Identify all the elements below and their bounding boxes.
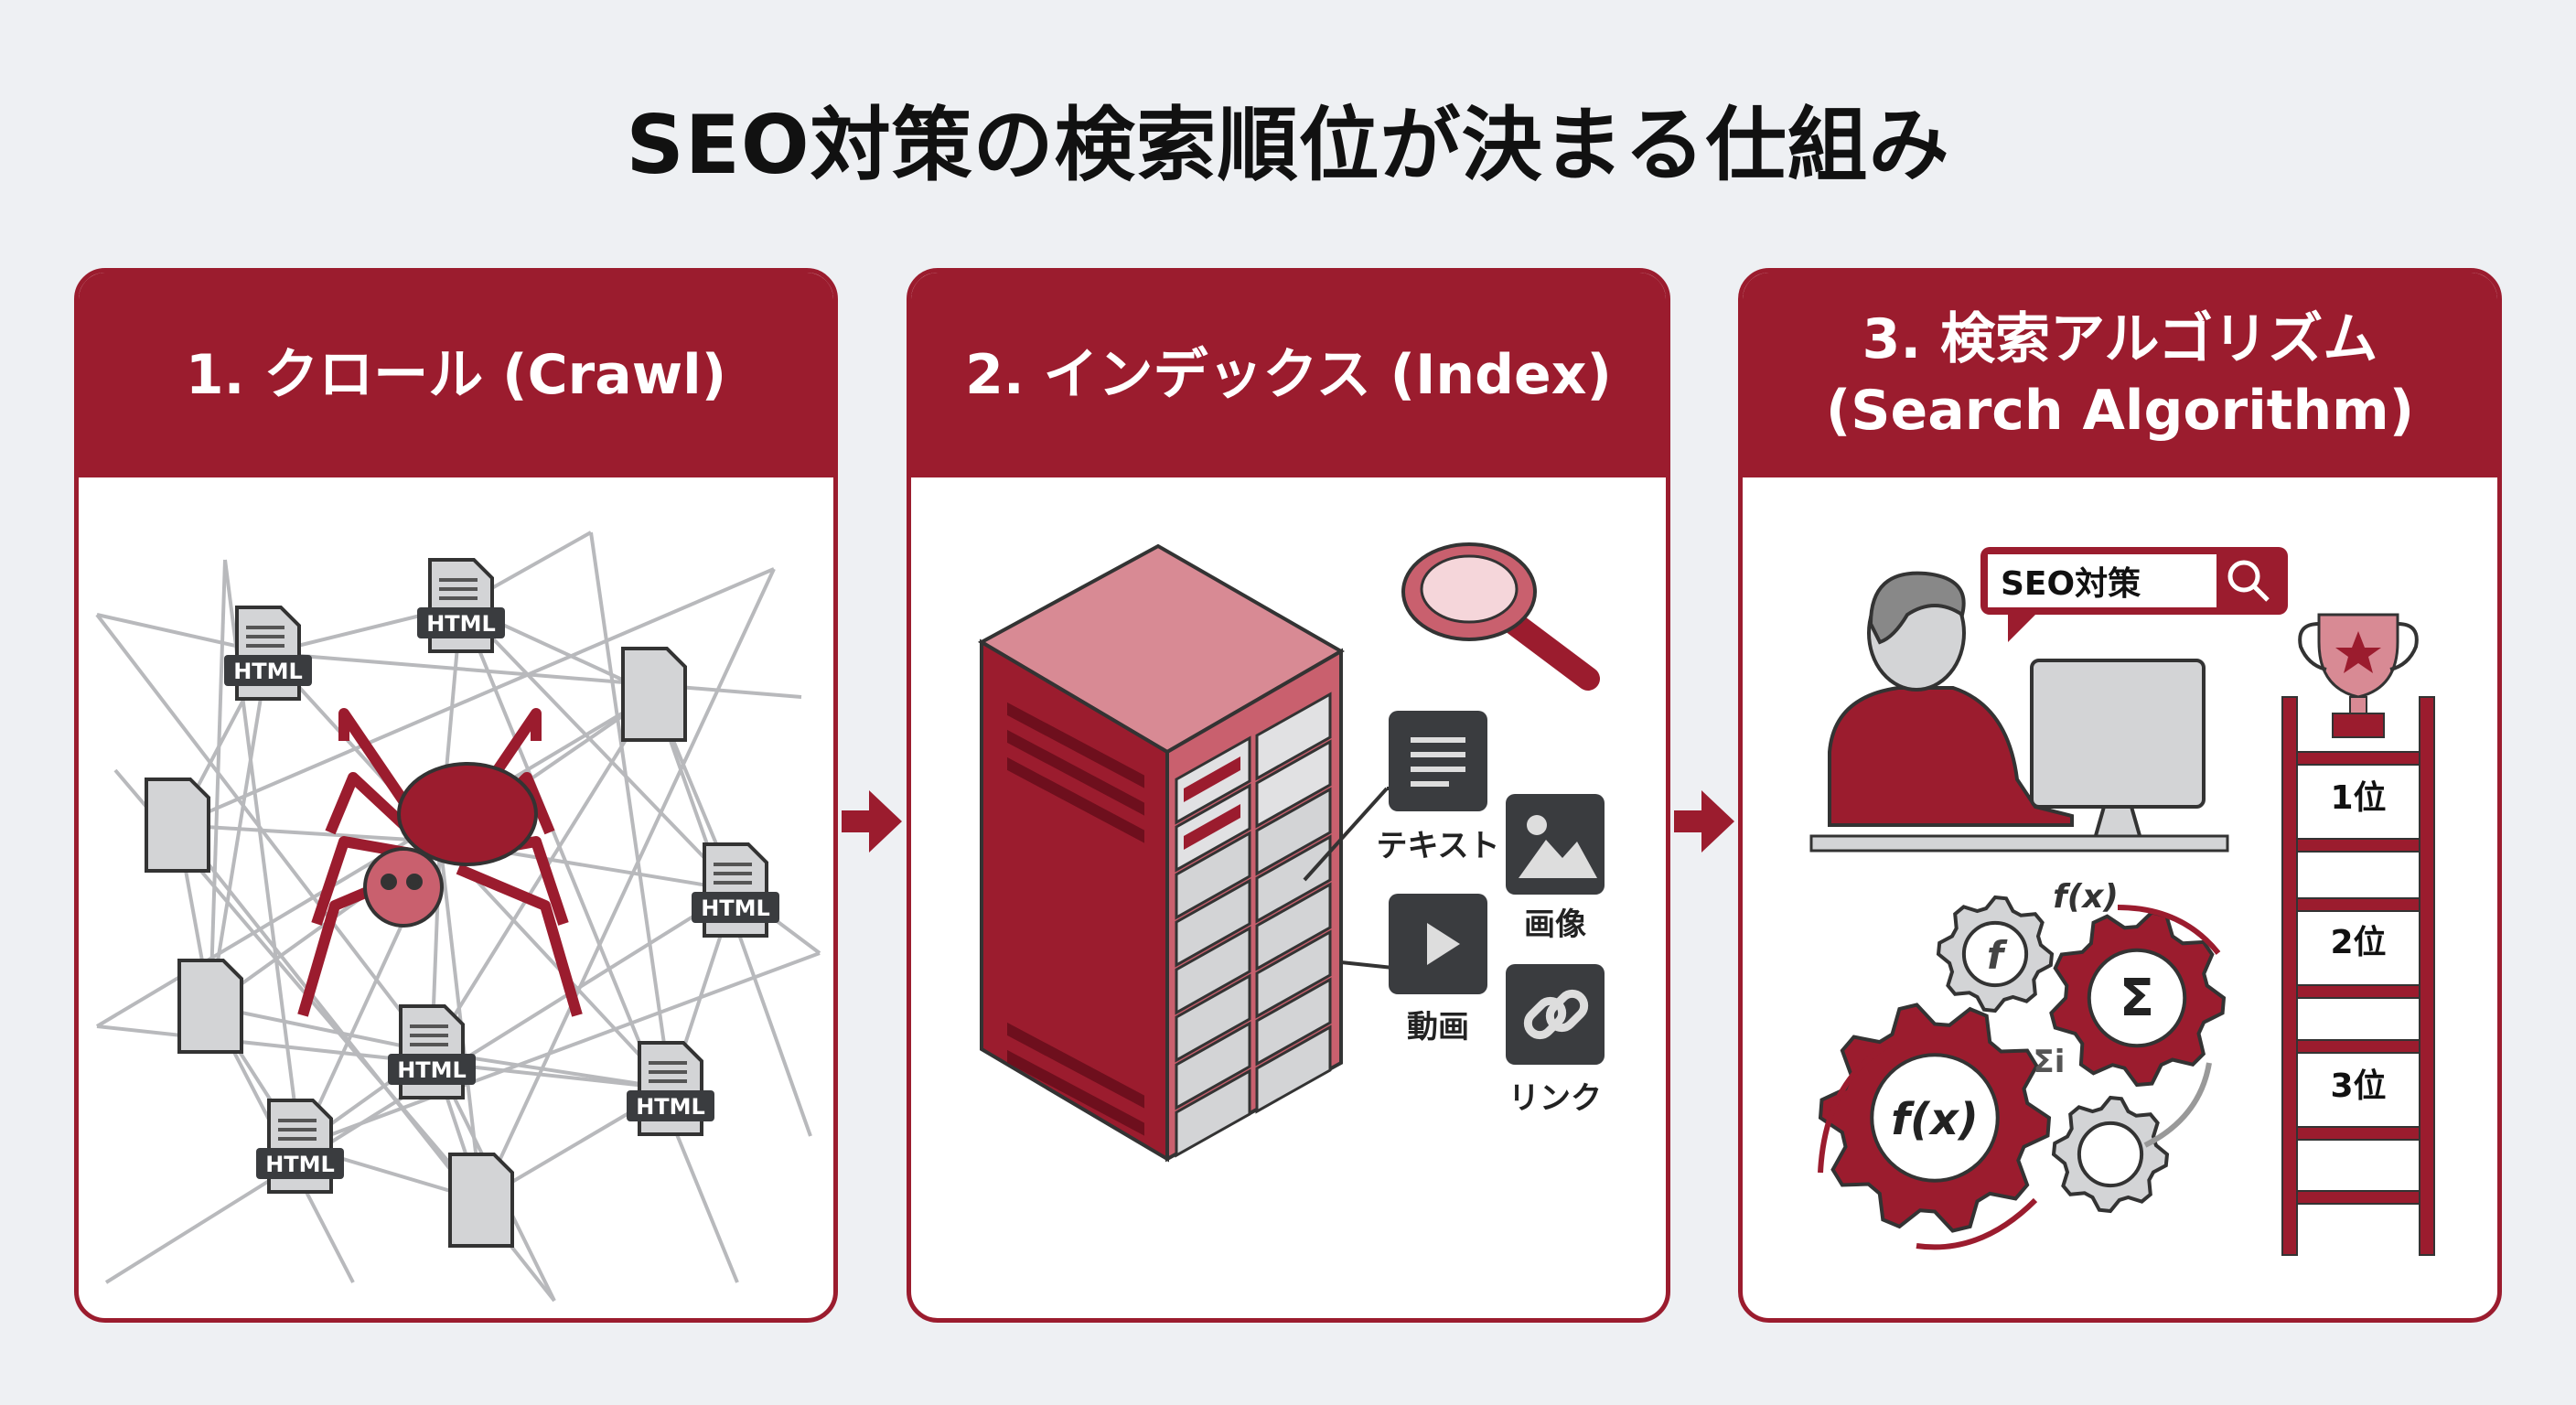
drawer: [1255, 692, 1332, 781]
drawer: [1175, 878, 1251, 968]
drawer: [1255, 929, 1332, 1019]
html-document-icon: HTML: [224, 606, 312, 701]
panel-title: 3. 検索アルゴリズム: [1862, 307, 2378, 371]
index-illustration: テキスト 画像 動画 リンク: [977, 542, 1605, 1163]
page-title: SEO対策の検索順位が決まる仕組み: [626, 98, 1950, 192]
formula-f: f: [1987, 933, 2008, 978]
arrow-right-icon: [842, 790, 902, 853]
html-label: HTML: [701, 896, 770, 921]
search-icon: [2227, 560, 2270, 602]
panel-search-algorithm: 3. 検索アルゴリズム (Search Algorithm) SEO対策 1位 …: [1738, 268, 2502, 1323]
drawer: [1255, 739, 1332, 829]
html-label: HTML: [397, 1057, 467, 1083]
drawer: [1175, 926, 1251, 1015]
document-icon: [448, 1153, 514, 1248]
play-icon: [1389, 894, 1487, 994]
panel-crawl: 1. クロール (Crawl) HTML HTML HTML HTML HTML HTML: [74, 268, 838, 1323]
html-document-icon: HTML: [417, 558, 505, 653]
content-type-label: リンク: [1508, 1080, 1602, 1117]
content-type-label: 動画: [1407, 1009, 1469, 1046]
gears: [1818, 895, 2227, 1233]
search-query: SEO対策: [2001, 565, 2141, 603]
text-icon: [1389, 711, 1487, 811]
document-icon: [621, 647, 687, 742]
html-document-icon: HTML: [627, 1041, 714, 1136]
document-icon: [145, 778, 210, 873]
link-icon: [1506, 964, 1605, 1065]
content-type-label: 画像: [1524, 906, 1586, 943]
user-at-computer: [1809, 571, 2229, 853]
panel-header: 3. 検索アルゴリズム (Search Algorithm): [1743, 273, 2497, 477]
search-box: SEO対策: [1980, 547, 2288, 642]
html-document-icon: HTML: [388, 1004, 476, 1099]
drawer: [1255, 787, 1332, 876]
formula-fx: f(x): [1891, 1094, 1979, 1145]
html-label: HTML: [426, 611, 496, 637]
trophy-icon: [2298, 613, 2419, 738]
panel-index: 2. インデックス (Index) テキスト 画像: [907, 268, 1670, 1323]
formula-sigma: Σ: [2120, 969, 2154, 1028]
arrow-right-icon: [1674, 790, 1734, 853]
drawer: [1175, 973, 1251, 1063]
server-rack: [977, 543, 1346, 1163]
drawer: [1175, 1068, 1251, 1158]
html-label: HTML: [636, 1094, 705, 1120]
rank-label: 2位: [2330, 924, 2386, 961]
html-label: HTML: [233, 659, 303, 684]
rank-label: 3位: [2330, 1067, 2386, 1105]
drawer: [1255, 882, 1332, 971]
image-icon: [1506, 794, 1605, 895]
drawer: [1255, 977, 1332, 1067]
panel-header: 1. クロール (Crawl): [79, 273, 833, 477]
panel-header: 2. インデックス (Index): [911, 273, 1666, 477]
magnifier-icon: [1401, 542, 1600, 691]
html-document-icon: HTML: [256, 1099, 344, 1194]
formula-fx-label: f(x): [2053, 878, 2119, 916]
document-icon: [177, 959, 243, 1054]
spider-icon: [297, 708, 583, 1017]
drawer: [1255, 1024, 1332, 1114]
panel-title: 1. クロール (Crawl): [185, 343, 727, 407]
formula-sigma-i: Σi: [2034, 1044, 2066, 1080]
panel-subtitle: (Search Algorithm): [1825, 379, 2415, 443]
rotation-arrows: [1818, 905, 2221, 1250]
html-label: HTML: [265, 1152, 335, 1177]
drawer: [1255, 834, 1332, 924]
algorithm-illustration: SEO対策 1位 2位 3位 f(x) Σ f: [1809, 547, 2435, 1256]
ladder: 1位 2位 3位: [2281, 696, 2435, 1256]
rank-label: 1位: [2330, 779, 2386, 817]
html-document-icon: HTML: [692, 842, 779, 938]
panel-title: 2. インデックス (Index): [965, 343, 1612, 407]
drawer: [1175, 831, 1251, 920]
crawl-illustration: HTML HTML HTML HTML HTML HTML: [95, 531, 821, 1303]
drawer: [1175, 1021, 1251, 1110]
content-type-label: テキスト: [1377, 828, 1500, 864]
